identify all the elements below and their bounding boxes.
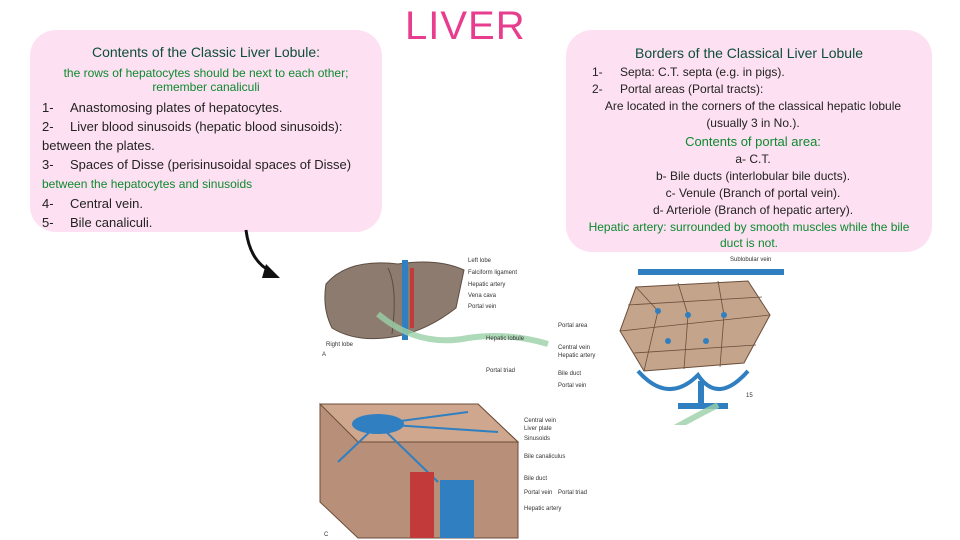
diagram-label: Portal vein: [468, 304, 496, 310]
diagram-label: Portal triad: [558, 490, 587, 496]
list-item: 4-Central vein.: [42, 196, 143, 211]
list-item: 1-Septa: C.T. septa (e.g. in pigs).: [592, 65, 785, 79]
panel-letter: A: [322, 352, 326, 358]
list-item: c- Venule (Branch of portal vein).: [665, 186, 841, 200]
lobule-borders-heading: Borders of the Classical Liver Lobule: [634, 45, 863, 61]
lobule-diagram: Sublobular vein 15 Portal area Central v…: [558, 257, 784, 425]
list-item: 1-Anastomosing plates of hepatocytes.: [42, 100, 283, 115]
diagram-label: Portal vein: [558, 383, 586, 389]
pointer-arrow: [244, 229, 280, 278]
diagram-label: Sinusoids: [524, 436, 550, 442]
portal-contents-heading: Contents of portal area:: [685, 134, 821, 149]
list-item: 3-Spaces of Disse (perisinusoidal spaces…: [42, 157, 352, 191]
diagram-label: Central vein: [558, 345, 590, 351]
diagram-label: Central vein: [524, 418, 556, 424]
list-item: 2-Liver blood sinusoids (hepatic blood s…: [42, 119, 343, 153]
diagram-label: Vena cava: [468, 293, 497, 299]
diagram-label: Portal vein: [524, 490, 552, 496]
list-item: 5-Bile canaliculi.: [42, 215, 153, 230]
panel-letter: C: [324, 532, 329, 538]
diagram-label: Bile canaliculus: [524, 454, 565, 460]
hepatocyte-note: the rows of hepatocytes should be next t…: [63, 66, 349, 94]
diagram-label: Hepatic artery: [524, 506, 561, 512]
diagram-label: Portal triad: [486, 368, 516, 374]
list-item: a- C.T.: [735, 152, 771, 166]
diagram-label: Hepatic artery: [558, 353, 595, 359]
portal-note: Are located in the corners of the classi…: [604, 99, 902, 130]
list-item: d- Arteriole (Branch of hepatic artery).: [652, 203, 854, 217]
list-item: 2-Portal areas (Portal tracts):: [592, 82, 764, 96]
diagram-label: Bile duct: [558, 371, 581, 377]
diagram-label: Left lobe: [468, 258, 492, 264]
liver-labels: Left lobe Falciform ligament Hepatic art…: [322, 258, 525, 358]
sinusoid-block-diagram: Central vein Liver plate Sinusoids Bile …: [318, 403, 587, 539]
diagram-label: Sublobular vein: [730, 257, 771, 263]
page-title: LIVER: [405, 4, 526, 48]
page-number: 15: [746, 393, 753, 399]
hepatic-artery-note: Hepatic artery: surrounded by smooth mus…: [588, 220, 910, 250]
diagram-label: Bile duct: [524, 476, 547, 482]
diagram-label: Hepatic lobule: [486, 336, 525, 342]
diagram-label: Portal area: [558, 323, 588, 329]
lobule-contents-heading: Contents of the Classic Liver Lobule:: [91, 44, 320, 60]
lobule-contents-list: 1-Anastomosing plates of hepatocytes. 2-…: [30, 98, 382, 232]
lobule-contents-box: Contents of the Classic Liver Lobule: th…: [30, 30, 382, 232]
diagram-label: Liver plate: [524, 426, 552, 432]
diagram-label: Right lobe: [326, 342, 354, 348]
diagram-label: Hepatic artery: [468, 282, 505, 288]
liver-gross-diagram: Left lobe Falciform ligament Hepatic art…: [322, 258, 549, 358]
list-item: b- Bile ducts (interlobular bile ducts).: [655, 169, 851, 183]
lobule-borders-box: Borders of the Classical Liver Lobule 1-…: [566, 30, 932, 252]
diagram-label: Falciform ligament: [468, 270, 517, 276]
